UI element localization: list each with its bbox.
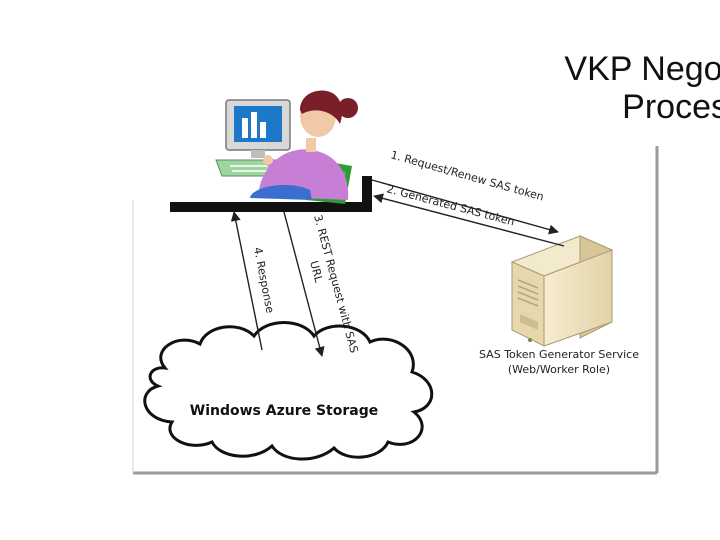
diagram-frame — [132, 146, 659, 475]
arrow-response — [230, 211, 263, 351]
cloud-icon — [143, 321, 434, 461]
step-3-label-line-2: URL — [307, 259, 325, 284]
desk-shelf — [170, 176, 372, 212]
arrow-generated-token — [373, 193, 565, 247]
server-label-line-1: SAS Token Generator Service — [479, 348, 639, 361]
server-label-line-2: (Web/Worker Role) — [508, 363, 610, 376]
slide-title-line-1: VKP Negot — [564, 50, 720, 88]
storage-label: Windows Azure Storage — [190, 403, 378, 419]
server-tower-icon — [510, 235, 614, 347]
person-at-computer-icon — [215, 90, 358, 204]
arrow-rest-request — [283, 211, 325, 357]
step-4-label: 4. Response — [251, 246, 277, 314]
slide-title-line-2: Proces — [622, 88, 720, 126]
slide-title: VKP Negot Proces — [520, 50, 720, 126]
arrow-request-renew — [371, 179, 559, 235]
